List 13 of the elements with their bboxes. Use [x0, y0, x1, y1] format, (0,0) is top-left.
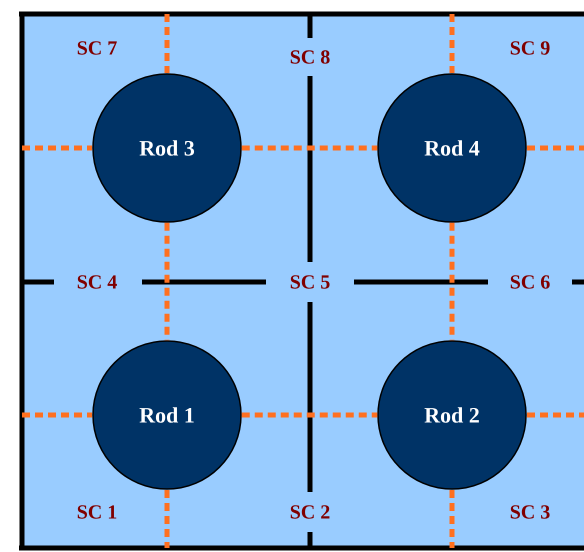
dotted-line	[242, 412, 378, 418]
subchannel-label: SC 4	[78, 275, 117, 289]
subchannel-label: SC 7	[78, 41, 117, 55]
dotted-line	[242, 146, 378, 150]
subchannel-label: SC 9	[510, 41, 550, 55]
subchannel-label: SC 8	[290, 50, 330, 64]
subchannel-label: SC 2	[290, 505, 330, 519]
subchannel-label: SC 1	[78, 505, 116, 519]
dotted-line	[450, 222, 454, 340]
subchannel-label: SC 6	[510, 275, 550, 289]
subchannel-label: SC 3	[510, 505, 550, 519]
subchannel-label: SC 5	[290, 275, 330, 289]
dotted-line	[164, 222, 170, 340]
